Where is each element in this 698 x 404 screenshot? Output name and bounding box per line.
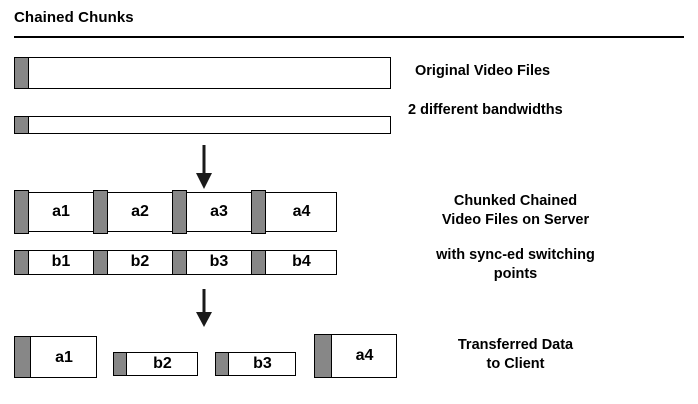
chunk-label-a4: a4 <box>355 347 374 364</box>
chunk-label-b2: b2 <box>130 253 150 270</box>
caption-two-bandwidths: 2 different bandwidths <box>408 102 563 118</box>
switch-point-marker-icon <box>14 336 31 378</box>
chunk-label-b2: b2 <box>153 355 172 372</box>
caption-chunked-chained-server: Chunked Chained Video Files on Server <box>441 193 590 228</box>
switch-point-marker-icon <box>172 250 187 275</box>
switch-point-marker-icon <box>215 352 229 376</box>
chunk-label-a4: a4 <box>292 203 311 220</box>
chunk-label-a1: a1 <box>52 203 70 220</box>
chunk-label-b3: b3 <box>209 253 229 270</box>
switch-point-marker-icon <box>14 250 29 275</box>
caption-transferred-data-to-client: Transferred Data to Client <box>457 337 574 372</box>
switch-point-marker-icon <box>172 190 187 234</box>
switch-point-marker-icon <box>251 250 266 275</box>
page-title: Chained Chunks <box>14 9 134 26</box>
transferred-chunk-b2 <box>113 352 198 376</box>
switch-point-marker-icon <box>93 190 108 234</box>
chunk-label-b4: b4 <box>292 253 311 270</box>
header-divider <box>14 36 684 38</box>
switch-point-marker-icon <box>14 116 29 134</box>
switch-point-marker-icon <box>251 190 266 234</box>
chunk-label-b3: b3 <box>253 355 272 372</box>
original-low-bandwidth-bar <box>14 116 391 134</box>
switch-point-marker-icon <box>14 57 29 89</box>
chunk-label-a1: a1 <box>55 349 73 366</box>
switch-point-marker-icon <box>93 250 108 275</box>
chunk-label-b1: b1 <box>51 253 71 270</box>
down-arrow-icon <box>196 145 212 189</box>
chunk-label-a2: a2 <box>131 203 149 220</box>
original-high-bandwidth-bar <box>14 57 391 89</box>
down-arrow-icon <box>196 289 212 327</box>
switch-point-marker-icon <box>14 190 29 234</box>
chunk-label-a3: a3 <box>210 203 228 220</box>
switch-point-marker-icon <box>314 334 332 378</box>
caption-synced-switching-points: with sync-ed switching points <box>436 247 595 282</box>
switch-point-marker-icon <box>113 352 127 376</box>
caption-original-video-files: Original Video Files <box>415 63 551 79</box>
